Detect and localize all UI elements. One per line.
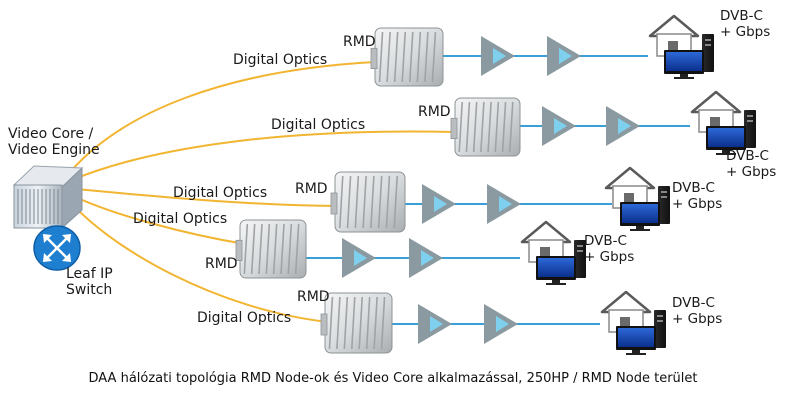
rmd-label-3: RMD bbox=[295, 181, 328, 197]
home-tv-icon-4 bbox=[520, 220, 586, 285]
amplifier-2-1 bbox=[542, 106, 576, 146]
optics-link-4 bbox=[64, 191, 246, 245]
amplifier-5-2 bbox=[484, 304, 518, 344]
optics-label-5: Digital Optics bbox=[197, 310, 292, 326]
amplifier-3-1 bbox=[422, 184, 456, 224]
diagram-caption: DAA hálózati topológia RMD Node-ok és Vi… bbox=[88, 371, 698, 386]
optics-links bbox=[64, 61, 456, 323]
home-tv-icon-1 bbox=[648, 14, 714, 79]
rmd-node-5 bbox=[320, 292, 393, 354]
amplifier-2-2 bbox=[606, 106, 640, 146]
amplifier-4-1 bbox=[342, 238, 376, 278]
optics-link-2 bbox=[64, 130, 456, 184]
rmd-label-4: RMD bbox=[205, 256, 238, 272]
dvb-c-label-4: DVB-C + Gbps bbox=[584, 233, 635, 265]
rmd-label-2: RMD bbox=[418, 104, 451, 120]
amplifier-4-2 bbox=[409, 238, 443, 278]
leaf-ip-switch-icon bbox=[33, 225, 81, 271]
dvb-c-label-3: DVB-C + Gbps bbox=[672, 180, 723, 212]
rmd-label-5: RMD bbox=[297, 289, 330, 305]
optics-label-2: Digital Optics bbox=[271, 117, 366, 133]
optics-link-5 bbox=[64, 195, 329, 323]
rmd-node-3 bbox=[330, 171, 406, 233]
rmd-node-2 bbox=[450, 97, 521, 157]
video-core-label: Video Core / Video Engine bbox=[8, 126, 100, 158]
amplifier-3-2 bbox=[487, 184, 521, 224]
dvb-c-label-2: DVB-C + Gbps bbox=[726, 148, 777, 180]
rmd-label-1: RMD bbox=[343, 34, 376, 50]
rmd-node-4 bbox=[235, 219, 307, 279]
amplifier-5-1 bbox=[418, 304, 452, 344]
amplifier-1-2 bbox=[547, 36, 581, 76]
optics-link-3 bbox=[64, 187, 336, 207]
optics-link-1 bbox=[64, 61, 376, 179]
amplifier-1-1 bbox=[481, 36, 515, 76]
optics-label-4: Digital Optics bbox=[133, 211, 228, 227]
leaf-ip-switch-label: Leaf IP Switch bbox=[66, 266, 113, 298]
home-tv-icon-5 bbox=[600, 290, 666, 355]
video-core-server bbox=[12, 165, 84, 230]
home-tv-icon-2 bbox=[690, 90, 756, 155]
optics-label-1: Digital Optics bbox=[233, 52, 328, 68]
home-tv-icon-3 bbox=[604, 166, 670, 231]
rmd-node-1 bbox=[370, 27, 444, 87]
dvb-c-label-5: DVB-C + Gbps bbox=[672, 295, 723, 327]
optics-label-3: Digital Optics bbox=[173, 185, 268, 201]
dvb-c-label-1: DVB-C + Gbps bbox=[720, 8, 771, 40]
